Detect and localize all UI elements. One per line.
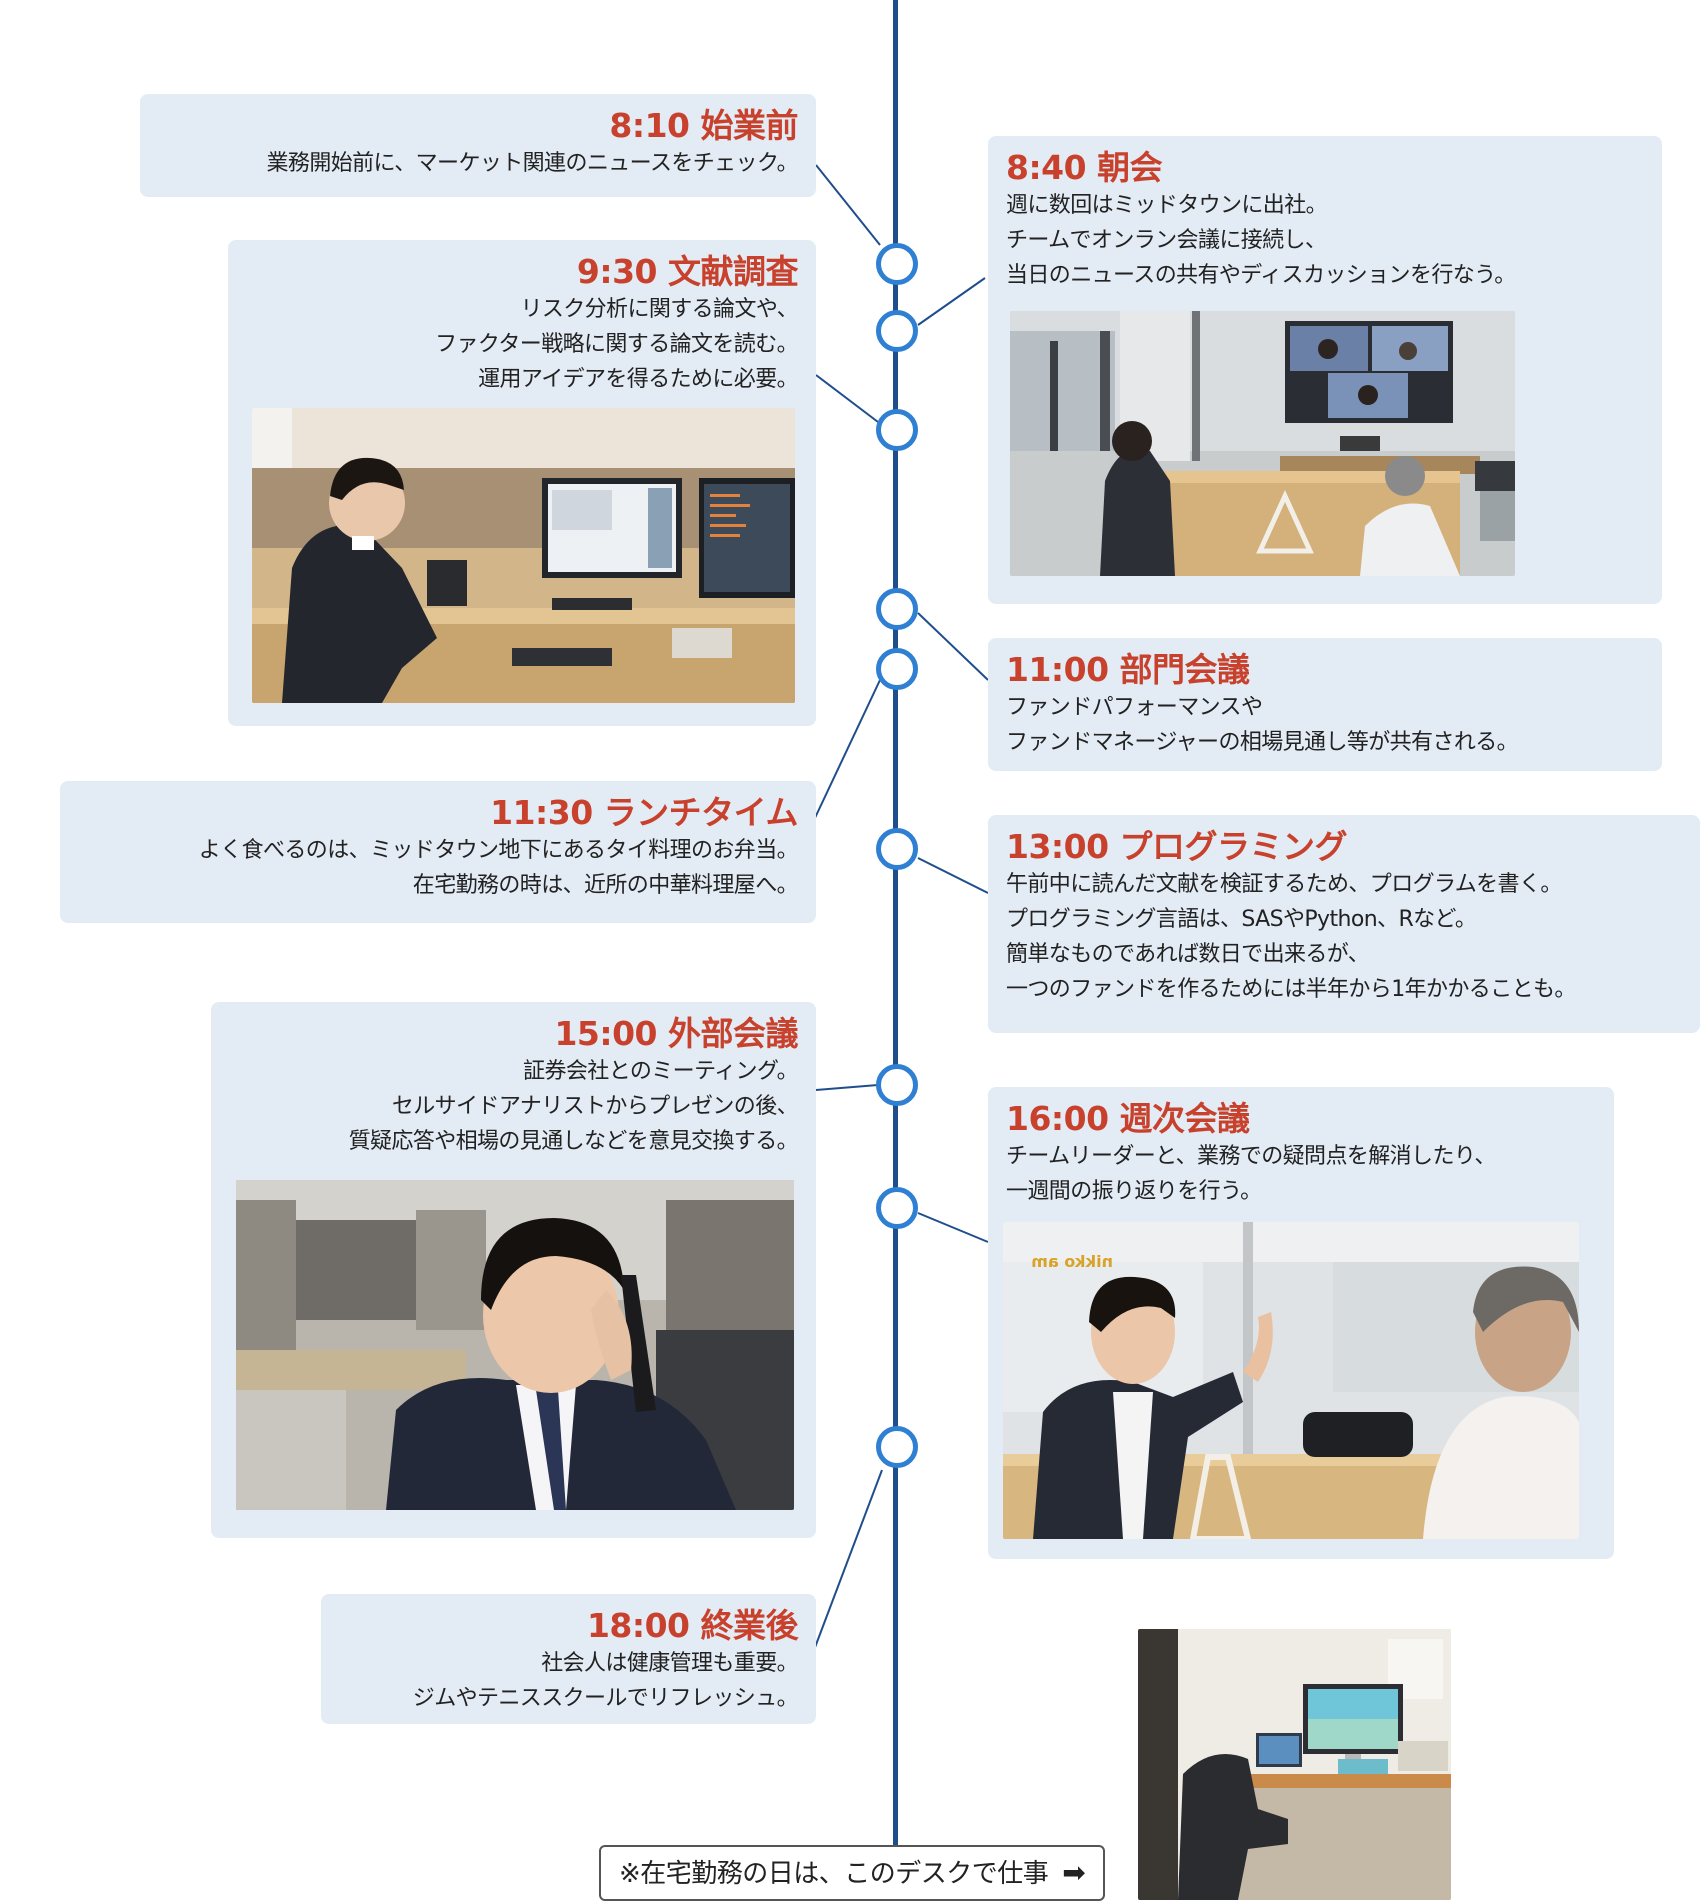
event-desc: よく食べるのは、ミッドタウン地下にあるタイ料理のお弁当。 在宅勤務の時は、近所の… xyxy=(198,838,799,898)
arrow-right-icon: ➡ xyxy=(1062,1856,1086,1889)
connector-1300 xyxy=(917,857,989,894)
event-card-0810: 8:10 始業前 業務開始前に、マーケット関連のニュースをチェック。 xyxy=(140,94,816,197)
event-desc: 午前中に読んだ文献を検証するため、プログラムを書く。 プログラミング言語は、SA… xyxy=(1006,872,1576,1002)
event-desc: ファンドパフォーマンスや ファンドマネージャーの相場見通し等が共有される。 xyxy=(1006,695,1519,755)
connector-0810 xyxy=(815,164,881,246)
photo-home-desk xyxy=(1138,1629,1451,1900)
connector-0840 xyxy=(917,277,986,326)
photo-weekly-meeting: nikko am xyxy=(1003,1222,1579,1539)
event-time: 8:40 朝会 xyxy=(1006,148,1163,187)
connector-1130 xyxy=(813,679,881,821)
event-time: 18:00 終業後 xyxy=(586,1606,799,1645)
connector-1500 xyxy=(815,1084,879,1091)
event-time: 11:30 ランチタイム xyxy=(490,793,798,832)
timeline-node-1600 xyxy=(876,1187,918,1229)
event-card-1100: 11:00 部門会議 ファンドパフォーマンスや ファンドマネージャーの相場見通し… xyxy=(988,638,1662,771)
event-card-1800: 18:00 終業後 社会人は健康管理も重要。 ジムやテニススクールでリフレッシュ… xyxy=(321,1594,816,1724)
event-desc: リスク分析に関する論文や、 ファクター戦略に関する論文を読む。 運用アイデアを得… xyxy=(435,297,799,392)
event-time: 15:00 外部会議 xyxy=(554,1014,798,1053)
connector-0930 xyxy=(815,374,879,423)
event-time: 11:00 部門会議 xyxy=(1006,650,1250,689)
event-time: 8:10 始業前 xyxy=(609,106,798,145)
photo-reading-papers xyxy=(252,408,795,703)
event-card-1130: 11:30 ランチタイム よく食べるのは、ミッドタウン地下にあるタイ料理のお弁当… xyxy=(60,781,816,923)
event-time: 13:00 プログラミング xyxy=(1006,827,1348,866)
event-desc: チームリーダーと、業務での疑問点を解消したり、 一週間の振り返りを行う。 xyxy=(1006,1144,1496,1204)
timeline-node-0930 xyxy=(876,409,918,451)
home-desk-note-text: ※在宅勤務の日は、このデスクで仕事 xyxy=(619,1859,1049,1889)
connector-1600 xyxy=(917,1212,989,1243)
timeline-node-0810 xyxy=(876,243,918,285)
timeline-node-1100 xyxy=(876,588,918,630)
timeline-node-1300 xyxy=(876,828,918,870)
event-time: 16:00 週次会議 xyxy=(1006,1099,1250,1138)
timeline-axis xyxy=(893,0,898,1900)
timeline-node-0840 xyxy=(876,310,918,352)
timeline-node-1800 xyxy=(876,1426,918,1468)
event-time: 9:30 文献調査 xyxy=(576,252,799,291)
home-desk-note: ※在宅勤務の日は、このデスクで仕事 ➡ xyxy=(599,1845,1106,1901)
wall-logo-text: nikko am xyxy=(1031,1252,1113,1271)
photo-phone-call xyxy=(236,1180,794,1510)
timeline-node-1130 xyxy=(876,648,918,690)
connector-1100 xyxy=(917,612,989,681)
timeline-node-1500 xyxy=(876,1064,918,1106)
connector-1800 xyxy=(813,1469,883,1651)
event-card-1300: 13:00 プログラミング 午前中に読んだ文献を検証するため、プログラムを書く。… xyxy=(988,815,1700,1033)
event-desc: 社会人は健康管理も重要。 ジムやテニススクールでリフレッシュ。 xyxy=(412,1651,799,1711)
event-desc: 証券会社とのミーティング。 セルサイドアナリストからプレゼンの後、 質疑応答や相… xyxy=(348,1059,799,1154)
photo-online-meeting xyxy=(1010,311,1515,576)
event-desc: 業務開始前に、マーケット関連のニュースをチェック。 xyxy=(266,151,799,176)
event-desc: 週に数回はミッドタウンに出社。 チームでオンラン会議に接続し、 当日のニュースの… xyxy=(1006,193,1516,288)
